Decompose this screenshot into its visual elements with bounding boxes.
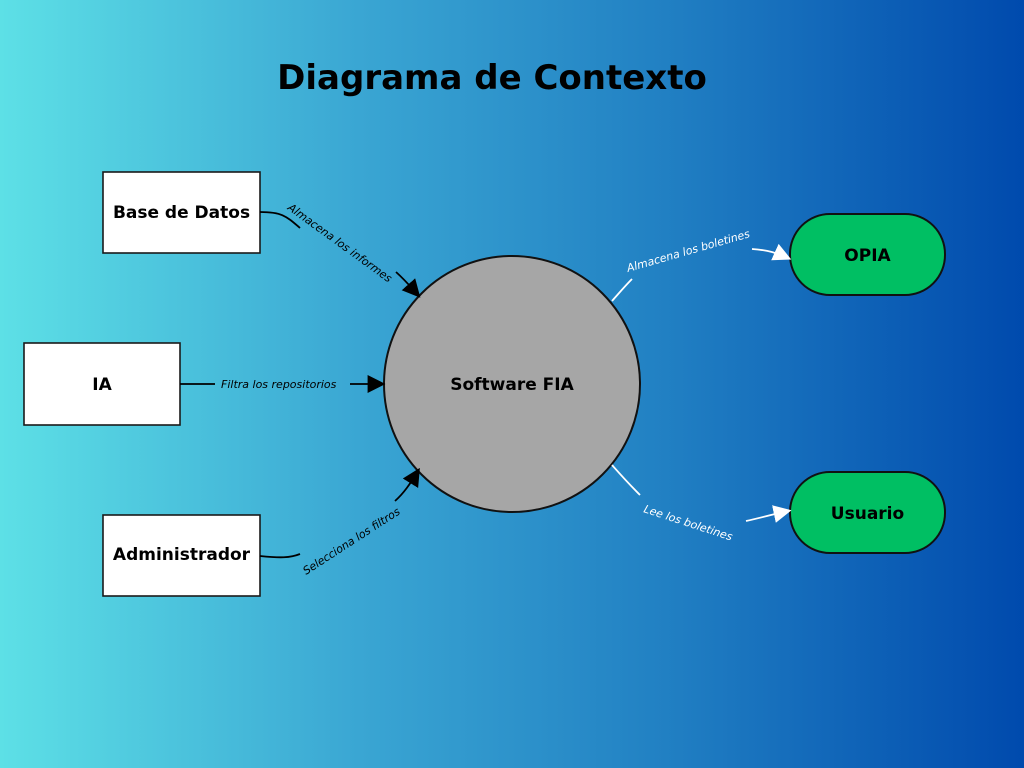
flow-label: Lee los boletines [642,502,734,543]
entity-label: Base de Datos [113,203,250,223]
flow-almacena-boletines: Almacena los boletines [611,227,788,302]
output-usuario: Usuario [789,471,946,554]
flow-label: Filtra los repositorios [221,378,337,391]
flow-label: Almacena los informes [284,200,394,285]
entity-box [102,514,261,597]
flow-line [259,471,418,559]
flow-line [259,211,418,295]
entity-administrador: Administrador [102,514,261,597]
center-process: Software FIA [383,255,641,513]
entity-base-de-datos: Base de Datos [102,171,261,254]
output-opia: OPIA [789,213,946,296]
entity-ia: IA [23,342,181,426]
flow-label: Selecciona los filtros [301,505,403,578]
entity-label: IA [92,375,112,395]
flow-line [611,249,788,302]
flow-almacena-informes: Almacena los informes [259,200,418,295]
flow-line [611,464,788,521]
flow-filtra-repositorios: Filtra los repositorios [180,378,382,391]
flow-selecciona-filtros: Selecciona los filtros [259,471,418,578]
process-label: Software FIA [450,375,574,395]
flow-lee-boletines: Lee los boletines [611,464,788,544]
entity-box [23,342,181,426]
output-label: Usuario [831,504,904,524]
entity-label: Administrador [113,545,251,565]
flow-label: Almacena los boletines [624,227,751,275]
entity-box [102,171,261,254]
output-label: OPIA [844,246,891,266]
diagram-title: Diagrama de Contexto [277,58,707,98]
